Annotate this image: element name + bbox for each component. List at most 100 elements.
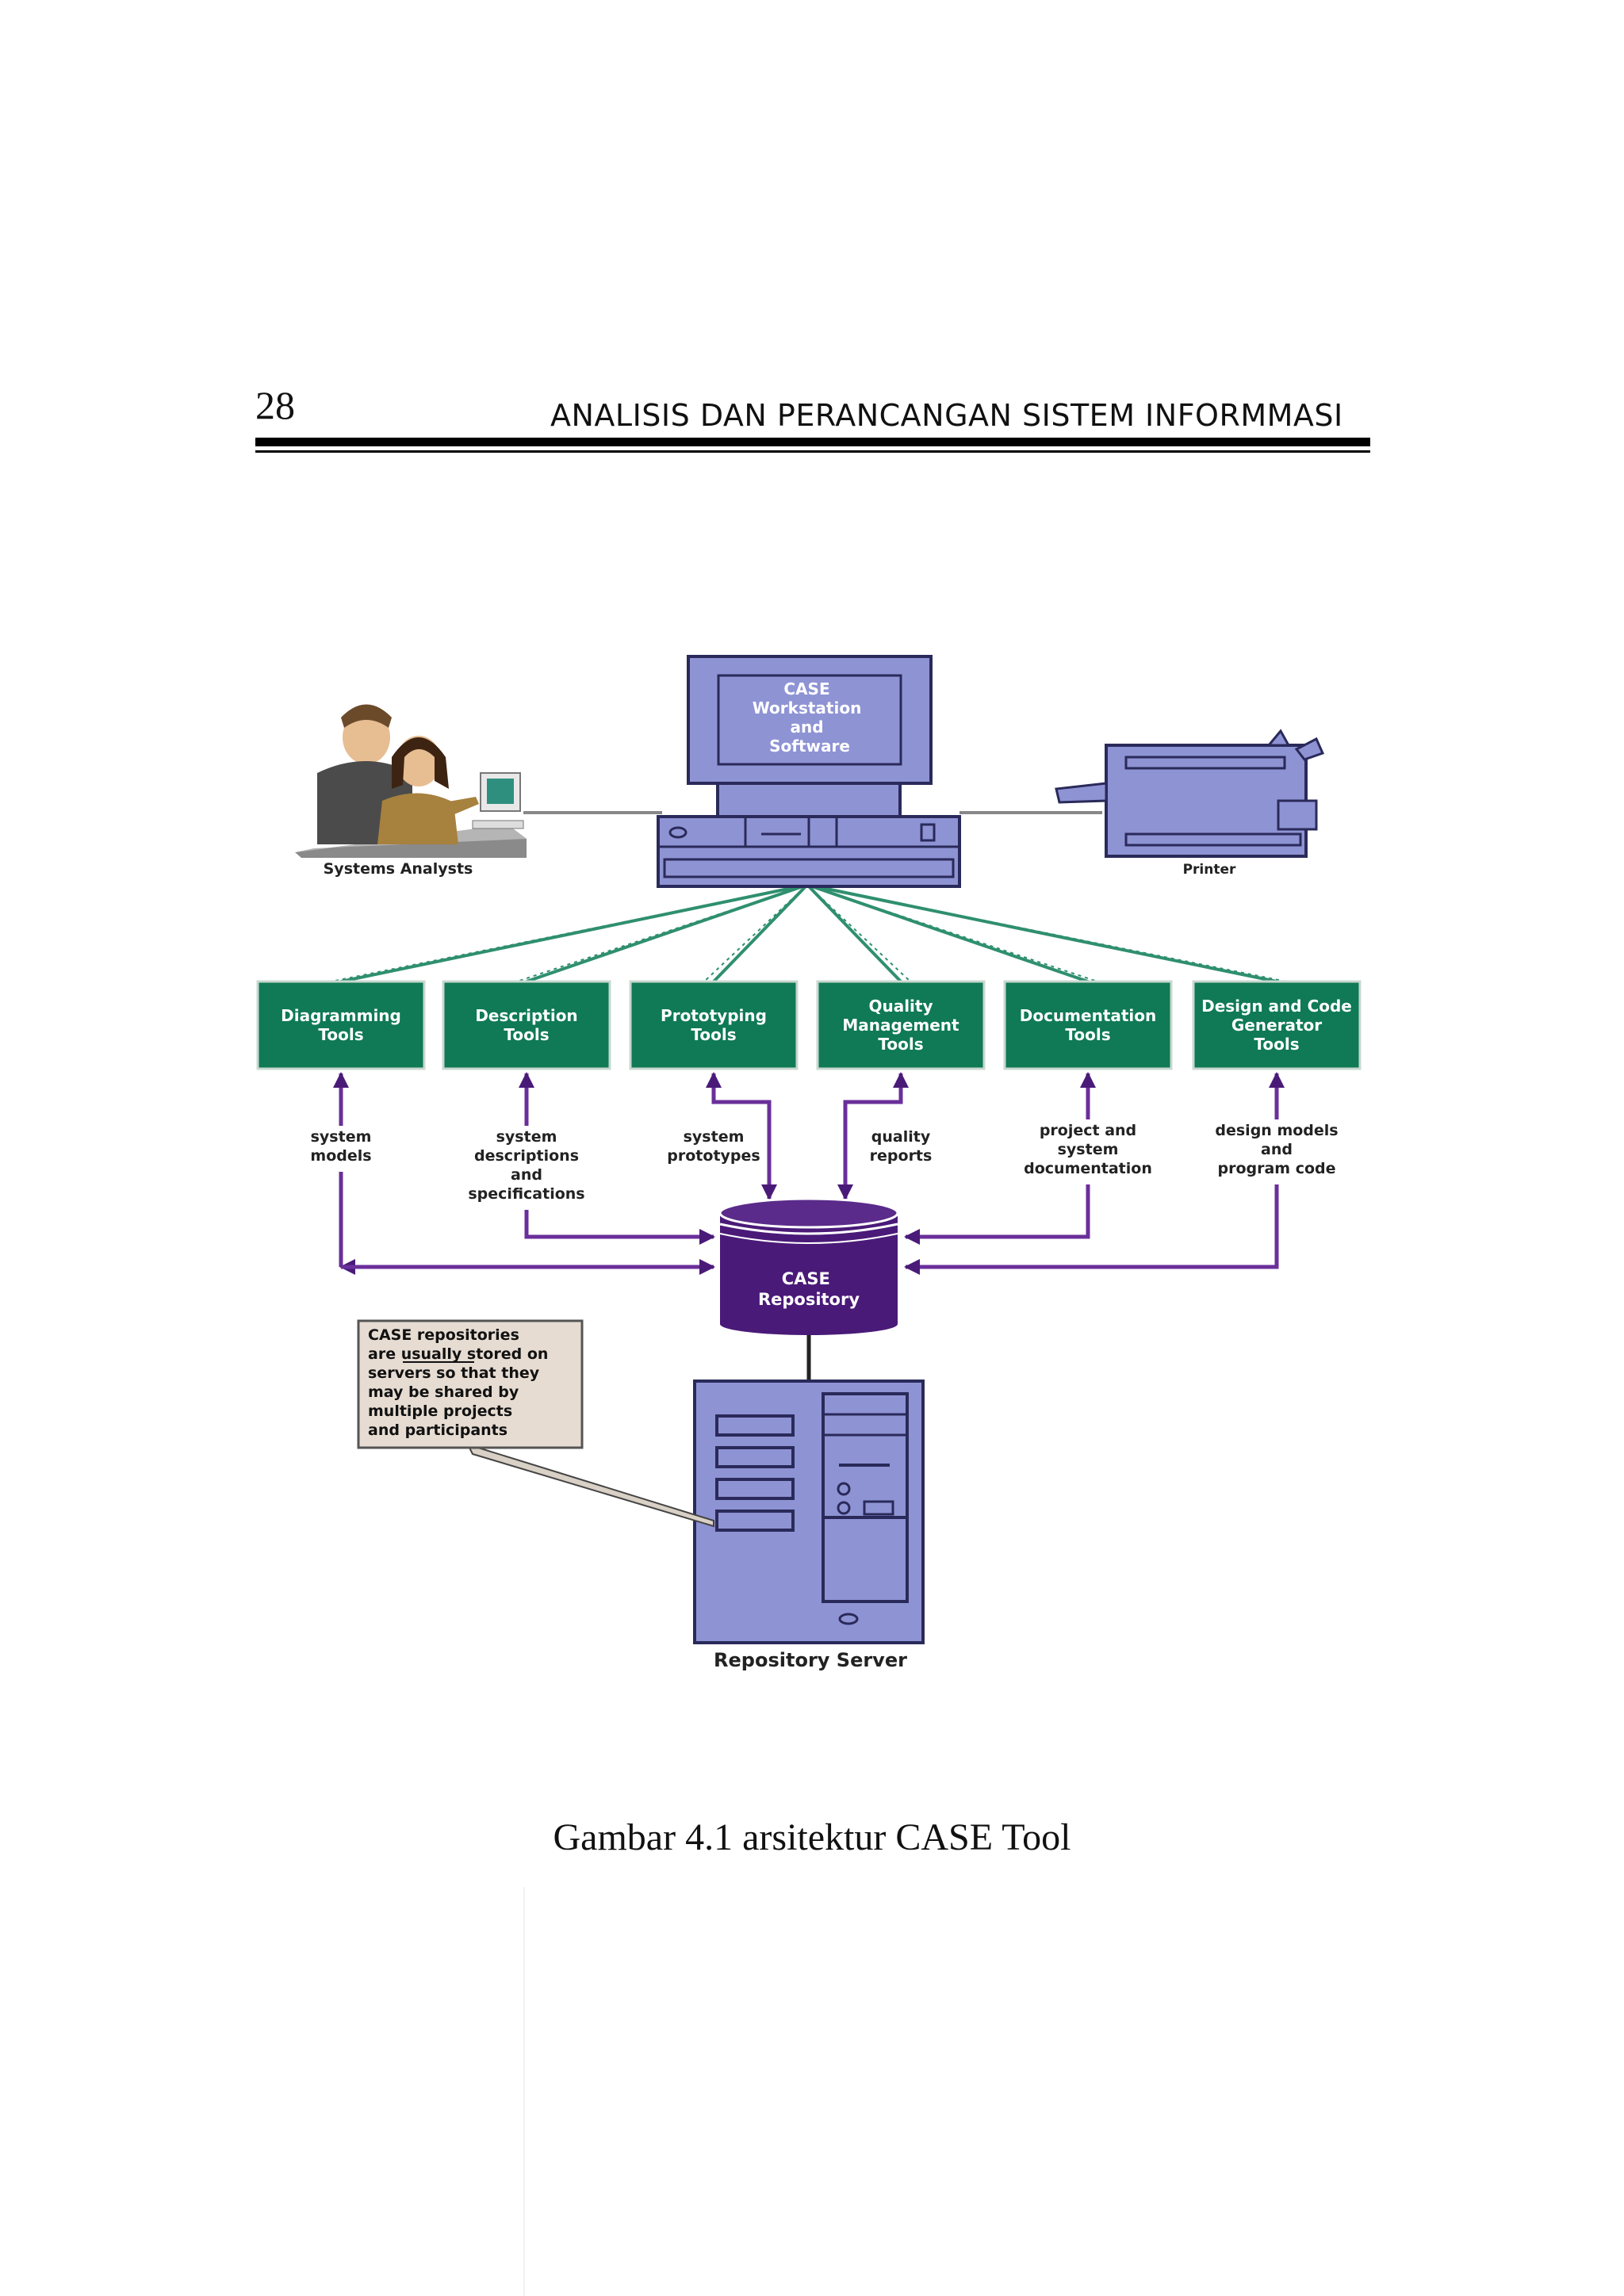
flow-label-line: system bbox=[684, 1128, 745, 1146]
systems-analysts-label: Systems Analysts bbox=[324, 860, 473, 878]
connector-line-shadow bbox=[703, 884, 808, 982]
connector-line-shadow bbox=[806, 884, 911, 982]
tool-label-line: Diagramming bbox=[281, 1006, 401, 1025]
flow-label: design models and program code bbox=[1213, 1119, 1340, 1184]
repository-label: CASE Repository bbox=[758, 1269, 860, 1309]
running-header: ANALISIS DAN PERANCANGAN SISTEM INFORMMA… bbox=[550, 398, 1343, 433]
tool-label-line: Tools bbox=[691, 1025, 736, 1044]
tool-label-line: Description bbox=[475, 1006, 577, 1025]
callout-line: CASE repositories bbox=[368, 1326, 519, 1344]
tool-label-line: Quality bbox=[868, 997, 933, 1016]
connector-line-shadow bbox=[806, 884, 1098, 982]
repository-label-line: CASE bbox=[782, 1269, 830, 1288]
tool-label-line: Tools bbox=[1065, 1025, 1110, 1044]
connector-line bbox=[526, 883, 808, 983]
page-number: 28 bbox=[255, 383, 295, 427]
tool-label-line: Tools bbox=[878, 1035, 923, 1054]
connector-line bbox=[712, 883, 809, 983]
flow-label: project and system documentation bbox=[1024, 1119, 1152, 1184]
flow-label-line: quality bbox=[871, 1128, 931, 1146]
flow-label-line: system bbox=[496, 1128, 557, 1146]
flow-label-line: specifications bbox=[468, 1185, 584, 1203]
flow-arrow bbox=[837, 1072, 909, 1200]
printer-illustration bbox=[1055, 729, 1325, 858]
flow-label-line: descriptions bbox=[474, 1147, 579, 1165]
workstation-label: CASE Workstation and Software bbox=[753, 679, 868, 756]
tool-label-line: Generator bbox=[1231, 1016, 1322, 1035]
connector-line-shadow bbox=[806, 884, 1287, 982]
workstation-label-line: Software bbox=[769, 737, 850, 756]
printer-label: Printer bbox=[1183, 862, 1236, 878]
case-repository bbox=[718, 1197, 899, 1335]
flow-label-line: reports bbox=[870, 1147, 933, 1165]
tool-label-line: Tools bbox=[504, 1025, 549, 1044]
flow-label-line: program code bbox=[1217, 1160, 1335, 1177]
connector-line-shadow bbox=[331, 884, 808, 982]
callout-text: CASE repositories are usually stored on … bbox=[368, 1326, 553, 1439]
workstation-label-line: CASE bbox=[783, 679, 829, 698]
callout-line: are usually stored on bbox=[368, 1345, 548, 1363]
connector-line bbox=[806, 883, 902, 983]
tool-label-line: Tools bbox=[1254, 1035, 1299, 1054]
tool-label-line: Tools bbox=[318, 1025, 363, 1044]
repository-label-line: Repository bbox=[758, 1290, 860, 1309]
callout-line: and participants bbox=[368, 1422, 508, 1439]
callout-line: may be shared by bbox=[368, 1383, 519, 1401]
repository-server-label: Repository Server bbox=[714, 1649, 907, 1671]
connector-line bbox=[806, 883, 1089, 983]
connector-line-shadow bbox=[516, 884, 808, 982]
repository-server-illustration bbox=[693, 1380, 925, 1644]
systems-analysts-illustration bbox=[295, 704, 527, 858]
workstation-connectors bbox=[331, 883, 1287, 983]
flow-label-line: documentation bbox=[1024, 1160, 1152, 1177]
flow-label-line: and bbox=[511, 1166, 542, 1184]
tool-label-line: Prototyping bbox=[661, 1006, 767, 1025]
page-edge bbox=[523, 1887, 525, 2296]
figure-caption: Gambar 4.1 arsitektur CASE Tool bbox=[553, 1816, 1071, 1858]
header-rule-thin bbox=[255, 450, 1370, 453]
case-workstation bbox=[657, 655, 961, 888]
header-rule-thick bbox=[255, 438, 1370, 446]
flow-label-line: design models bbox=[1215, 1122, 1338, 1139]
callout-line: multiple projects bbox=[368, 1402, 512, 1420]
tool-label-line: Documentation bbox=[1020, 1006, 1157, 1025]
flow-label-text: project and system documentation bbox=[1024, 1122, 1152, 1177]
flow-label-line: and bbox=[1261, 1141, 1293, 1158]
flow-label-line: models bbox=[310, 1147, 371, 1165]
workstation-label-line: Workstation bbox=[753, 698, 862, 718]
callout-box bbox=[357, 1319, 714, 1528]
tool-label-line: Management bbox=[842, 1016, 959, 1035]
callout-line: servers so that they bbox=[368, 1364, 540, 1382]
flow-arrow bbox=[706, 1072, 777, 1200]
tool-label-line: Design and Code bbox=[1201, 997, 1352, 1016]
flow-label-line: system bbox=[1058, 1141, 1119, 1158]
workstation-label-line: and bbox=[790, 718, 823, 737]
flow-label-line: project and bbox=[1040, 1122, 1136, 1139]
flow-label-line: prototypes bbox=[667, 1147, 760, 1165]
flow-label-line: system bbox=[311, 1128, 372, 1146]
flow-label-text: design models and program code bbox=[1215, 1122, 1338, 1177]
